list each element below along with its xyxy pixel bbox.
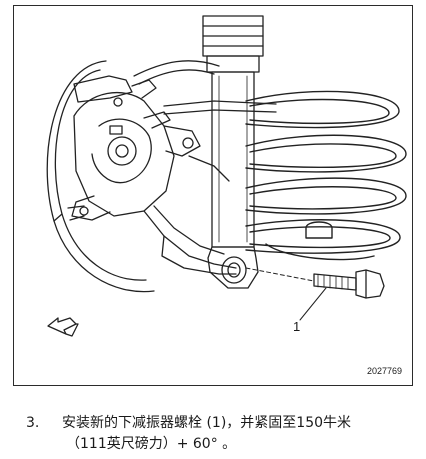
- front-direction-arrow-icon: [47, 317, 79, 337]
- upper-links: [133, 60, 277, 182]
- coil-spring: [245, 90, 407, 261]
- step-text-line-2: （111英尺磅力）+ 60° 。: [66, 436, 237, 452]
- step-text-line-1: 安装新的下减振器螺栓 (1)，并紧固至150牛米: [62, 415, 352, 431]
- suspension-illustration: [46, 15, 407, 337]
- brake-rotor: [46, 60, 155, 293]
- figure-frame: 1 2027769: [13, 5, 413, 386]
- lower-control-arm: [143, 205, 237, 275]
- shock-absorber: [202, 15, 264, 289]
- callout-label: 1: [293, 319, 301, 334]
- figure-id: 2027769: [366, 366, 402, 376]
- lower-shock-bolt: [245, 267, 385, 321]
- step-text: 安装新的下减振器螺栓 (1)，并紧固至150牛米 （111英尺磅力）+ 60° …: [62, 413, 418, 455]
- steering-knuckle: [67, 75, 201, 221]
- step-number: 3.: [26, 415, 40, 431]
